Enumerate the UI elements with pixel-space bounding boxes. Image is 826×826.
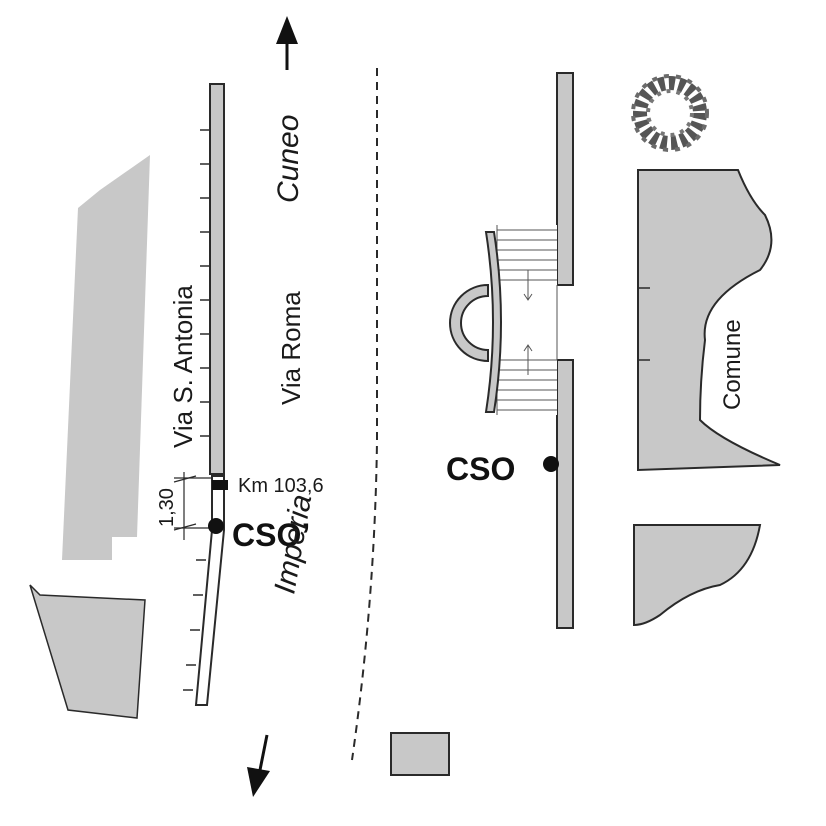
sidewalk-left-lower bbox=[194, 475, 225, 706]
building-small-bottom bbox=[390, 732, 450, 776]
building-label: Comune bbox=[719, 319, 746, 410]
sidewalk-left bbox=[209, 83, 225, 475]
sidewalk-right-upper bbox=[556, 72, 574, 286]
station-main-label: CSO bbox=[446, 451, 515, 487]
direction-north-label: Cuneo bbox=[272, 115, 305, 203]
arrow-up-icon bbox=[276, 16, 298, 70]
station-main-marker[interactable] bbox=[543, 456, 559, 472]
km-marker-icon bbox=[212, 480, 228, 490]
road-centerline bbox=[351, 68, 378, 761]
arrow-down-icon bbox=[247, 734, 270, 797]
building-left-block bbox=[62, 155, 150, 560]
offset-label: 1,30 bbox=[156, 488, 178, 527]
station-alt-label: CSO’ bbox=[232, 517, 310, 553]
direction-south-label: Imperia bbox=[268, 492, 318, 596]
tree-canopy-icon bbox=[631, 74, 709, 152]
street-left-label: Via S. Antonia bbox=[168, 285, 198, 448]
building-left-lower bbox=[29, 584, 146, 719]
offset-dimension bbox=[173, 472, 212, 540]
sidewalk-right-lower bbox=[556, 359, 574, 629]
curved-wall bbox=[484, 231, 502, 413]
sidewalk-ticks-lower bbox=[183, 559, 206, 691]
street-main-label: Via Roma bbox=[276, 291, 306, 405]
building-comune bbox=[637, 169, 781, 472]
fountain-arc bbox=[449, 283, 489, 363]
km-marker-label: Km 103,6 bbox=[238, 475, 324, 497]
station-alt-marker[interactable] bbox=[208, 518, 224, 534]
building-right-lower bbox=[633, 524, 762, 627]
sidewalk-ticks-upper bbox=[200, 129, 210, 437]
crossing-steps bbox=[496, 225, 558, 415]
